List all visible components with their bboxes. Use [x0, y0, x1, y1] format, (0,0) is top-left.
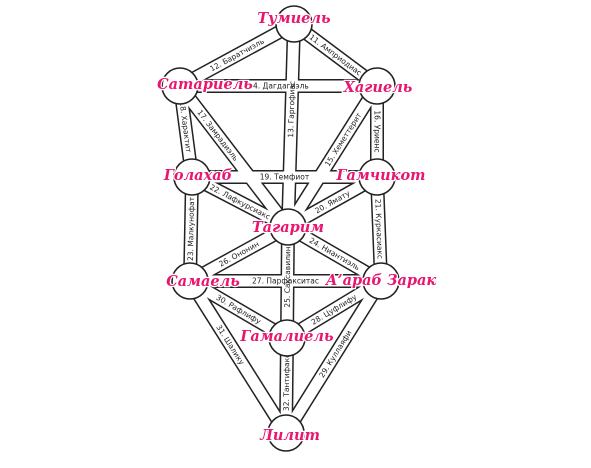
path-label: 32. Тантифаксат [282, 344, 292, 411]
node-circles [161, 5, 400, 452]
path-label: 21. Куркасиакс [373, 199, 384, 260]
path-n3-n6 [283, 83, 382, 230]
node-label-n9: Гамалиель [239, 328, 334, 345]
node-label-n6: Тагарим [252, 219, 324, 236]
node-circle-n4 [173, 158, 211, 196]
path-label: 11. Амприодиас [308, 33, 364, 78]
path-n2-n6 [175, 82, 293, 231]
path-label: 25. Саксавилин [283, 246, 293, 307]
node-circle-n10 [267, 414, 305, 452]
path-n1-n2 [177, 19, 297, 91]
node-circle-n8 [362, 262, 400, 300]
node-circle-n6 [269, 208, 307, 246]
path-n1-n6 [282, 23, 300, 228]
node-label-n1: Тумиель [257, 10, 331, 27]
path-label: 19. Темфиот [260, 173, 310, 182]
path-label: 23. Малкунофат [186, 196, 196, 261]
node-circle-n5 [358, 158, 396, 196]
path-label: 12. Баратчиэль [208, 37, 265, 74]
path-n7-n10 [185, 278, 291, 436]
node-label-n2: Сатариель [157, 76, 253, 93]
node-label-n7: Самаель [166, 273, 240, 290]
node-circle-n9 [268, 319, 306, 357]
node-label-n3: Хагиель [343, 79, 413, 96]
node-label-n8: А’араб Зарак [325, 272, 437, 289]
path-label: 24. Ниантиэль [308, 236, 362, 272]
node-circle-n1 [275, 5, 313, 43]
path-label: 14. Дагдагиэль [248, 82, 309, 91]
node-circle-n7 [171, 262, 209, 300]
path-n8-n10 [281, 278, 386, 436]
path-label: 27. Парфакситас [252, 277, 319, 286]
path-label: 15. Хеметтерит [323, 111, 364, 169]
path-label: 17. Замрадиэль [195, 108, 240, 163]
node-label-n10: Лилит [259, 427, 320, 444]
node-circle-n2 [161, 67, 199, 105]
path-label: 26. Ононин [217, 239, 260, 268]
node-label-n4: Голахаб [163, 167, 233, 184]
path-label: 16. Уриенс [373, 110, 382, 152]
node-label-n5: Гамчикот [336, 167, 426, 184]
path-label: 13. Гаргофиас [286, 81, 297, 138]
node-circle-n3 [358, 67, 396, 105]
